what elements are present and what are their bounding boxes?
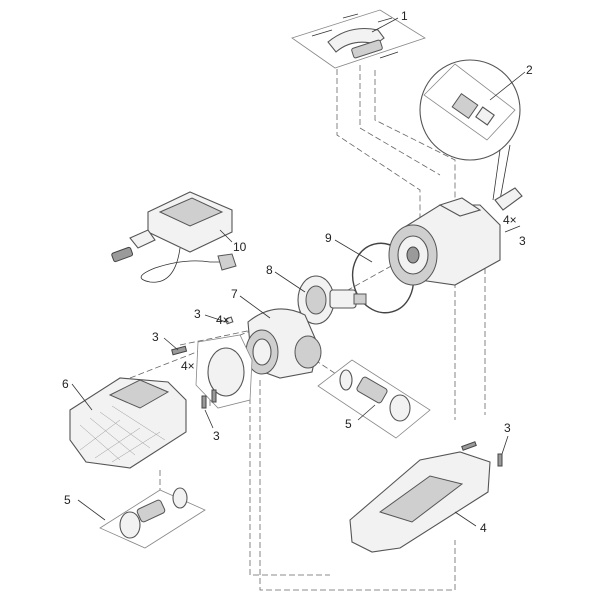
callout-4: 4 (480, 521, 487, 535)
callout-5: 5 (345, 417, 352, 431)
part-7-pump-housing (224, 308, 322, 379)
pump-flange-plate (171, 334, 253, 409)
callout-4x: 4× (216, 313, 230, 327)
part-4-base-stand (349, 441, 503, 553)
callout-2: 2 (526, 63, 533, 77)
callout-4x: 4× (181, 359, 195, 373)
callout-9: 9 (325, 231, 332, 245)
assembly-guide-lines (129, 60, 486, 591)
callout-7: 7 (231, 287, 238, 301)
callout-3: 3 (504, 421, 511, 435)
part-8-impeller (297, 275, 367, 325)
callout-6: 6 (62, 377, 69, 391)
callout-10: 10 (233, 240, 247, 254)
callout-labels: 1 2 3 4× 10 9 8 7 3 4× 3 4× 6 3 5 3 5 4 (62, 9, 533, 535)
part-5-hose-connector-left (99, 487, 206, 549)
callout-4x: 4× (503, 213, 517, 227)
part-1-handle (291, 9, 426, 69)
callout-3: 3 (152, 330, 159, 344)
callout-3: 3 (194, 307, 201, 321)
callout-1: 1 (401, 9, 408, 23)
callout-3: 3 (519, 234, 526, 248)
callout-3: 3 (213, 429, 220, 443)
part-6-filter-basket (69, 377, 187, 469)
part-5-hose-connector-right (317, 359, 431, 439)
callout-8: 8 (266, 263, 273, 277)
callout-5: 5 (64, 493, 71, 507)
part-2-cable-gland-detail (419, 59, 521, 201)
callout-leader-lines (71, 17, 526, 527)
part-10-transformer (111, 191, 237, 283)
motor-housing (388, 187, 523, 286)
